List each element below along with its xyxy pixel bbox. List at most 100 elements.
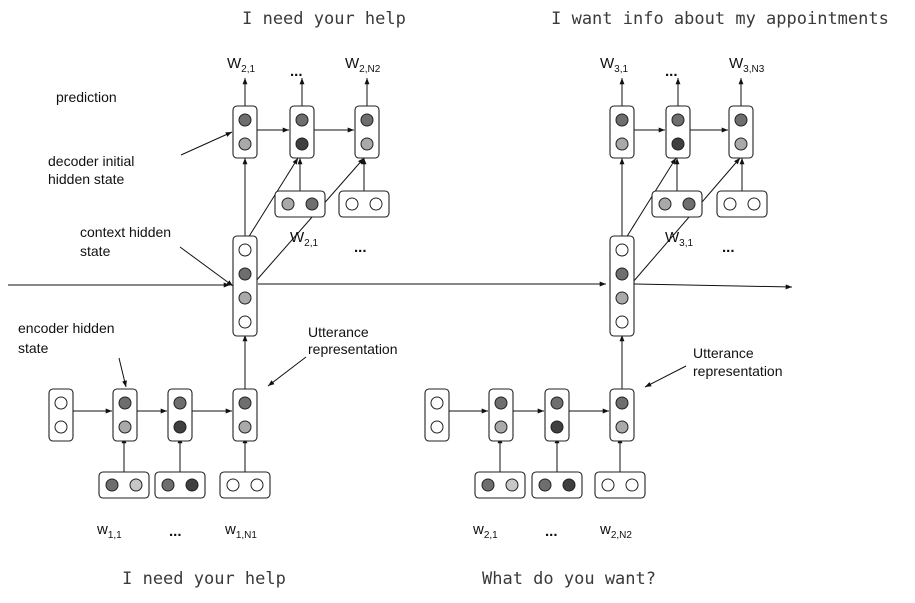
context-to-decoder-left-2 — [247, 157, 299, 239]
sentence-top-left: I need your help — [242, 9, 406, 29]
encoder-state-right-1-unit — [494, 420, 508, 434]
decoder-state-left-3 — [354, 105, 380, 159]
encoder-state-right-2-unit — [550, 420, 564, 434]
encoder-state-left-3-unit — [238, 396, 252, 410]
context-output-arrow — [633, 283, 793, 290]
decoder-state-right-2-unit — [671, 137, 685, 151]
decoder-state-right-2 — [665, 105, 691, 159]
encoder-state-right-3-unit — [615, 420, 629, 434]
encoder-state-left-2-unit — [173, 420, 187, 434]
decoder-embedding-right-1-frame — [651, 190, 703, 218]
decoder-embedding-left-1-frame — [274, 190, 326, 218]
context-state-left-unit — [238, 291, 252, 305]
pointer-encoder-hidden — [118, 357, 127, 388]
encoder-state-right-2 — [544, 388, 570, 442]
encoder-embedding-right-1-frame — [474, 471, 526, 499]
decoder-input-word-right-1: W3,1 — [665, 229, 694, 249]
encoder-embedding-right-3-unit — [601, 478, 615, 492]
pointer-utterance-left — [267, 356, 307, 387]
encoder-embedding-right-2-unit — [562, 478, 576, 492]
label-prediction: prediction — [56, 89, 117, 105]
encoder-embedding-left-3 — [219, 471, 271, 499]
encoder-embedding-right-3 — [594, 471, 646, 499]
context-state-right-frame — [609, 235, 635, 337]
encoder-embedding-right-2-frame — [531, 471, 583, 499]
prediction-word-right-1: W3,1 — [600, 55, 629, 75]
encoder-embedding-right-3-frame — [594, 471, 646, 499]
encoder-state-right-0-unit — [430, 420, 444, 434]
encoder-state-right-1-unit — [494, 396, 508, 410]
encoder-state-left-1-unit — [118, 396, 132, 410]
decoder-state-left-3-unit — [360, 113, 374, 127]
encoder-embedding-left-3-unit — [250, 478, 264, 492]
decoder-embedding-left-2-unit — [369, 197, 383, 211]
encoder-input-word-right-2: ... — [545, 523, 558, 540]
sentence-bottom-right: What do you want? — [482, 569, 656, 589]
encoder-input-word-left-1: w1,1 — [96, 521, 122, 541]
encoder-state-left-1-unit — [118, 420, 132, 434]
decoder-embedding-right-2-unit — [723, 197, 737, 211]
context-state-left-unit — [238, 267, 252, 281]
nodes-layer — [48, 105, 768, 499]
encoder-input-word-left-2: ... — [169, 523, 182, 540]
encoder-state-right-3 — [609, 388, 635, 442]
encoder-embedding-left-2-unit — [161, 478, 175, 492]
context-to-decoder-right-2 — [625, 157, 677, 239]
edges-layer — [8, 78, 793, 472]
encoder-embedding-left-2-frame — [154, 471, 206, 499]
prediction-word-left-1: W2,1 — [227, 55, 256, 75]
decoder-embedding-right-1-unit — [682, 197, 696, 211]
decoder-input-word-left-1: W2,1 — [290, 229, 319, 249]
decoder-state-left-1 — [232, 105, 258, 159]
decoder-input-word-right-2: ... — [722, 239, 735, 256]
encoder-state-left-3 — [232, 388, 258, 442]
context-state-right-unit — [615, 243, 629, 257]
context-to-decoder-right-3 — [632, 157, 741, 283]
decoder-state-left-3-unit — [360, 137, 374, 151]
decoder-state-right-3-unit — [734, 137, 748, 151]
encoder-embedding-right-1 — [474, 471, 526, 499]
encoder-embedding-right-1-unit — [505, 478, 519, 492]
prediction-word-right-3: W3,N3 — [729, 55, 765, 75]
pointer-utterance-right — [644, 365, 687, 388]
context-state-right-unit — [615, 291, 629, 305]
encoder-embedding-left-1 — [98, 471, 150, 499]
encoder-state-right-0 — [424, 388, 450, 442]
context-to-decoder-left-3 — [254, 157, 365, 283]
decoder-state-right-1-unit — [615, 137, 629, 151]
pointer-context-hidden — [179, 246, 234, 287]
encoder-input-word-right-3: w2,N2 — [599, 521, 632, 541]
encoder-input-word-left-3: w1,N1 — [224, 521, 257, 541]
encoder-state-left-0-unit — [54, 420, 68, 434]
decoder-state-right-3-unit — [734, 113, 748, 127]
decoder-state-left-2-unit — [295, 137, 309, 151]
encoder-embedding-left-2 — [154, 471, 206, 499]
decoder-state-left-2 — [289, 105, 315, 159]
encoder-state-left-3-unit — [238, 420, 252, 434]
encoder-state-left-2 — [167, 388, 193, 442]
decoder-state-left-1-unit — [238, 137, 252, 151]
decoder-embedding-right-2 — [716, 190, 768, 218]
encoder-input-word-right-1: w2,1 — [472, 521, 498, 541]
encoder-state-left-0 — [48, 388, 74, 442]
context-state-left-unit — [238, 315, 252, 329]
prediction-word-left-3: W2,N2 — [345, 55, 381, 75]
decoder-state-left-2-unit — [295, 113, 309, 127]
decoder-state-right-1 — [609, 105, 635, 159]
encoder-embedding-left-2-unit — [185, 478, 199, 492]
sentence-top-right: I want info about my appointments — [551, 9, 889, 29]
context-state-left-unit — [238, 243, 252, 257]
decoder-embedding-left-2 — [338, 190, 390, 218]
encoder-embedding-right-1-unit — [481, 478, 495, 492]
decoder-state-right-2-unit — [671, 113, 685, 127]
decoder-embedding-left-1-unit — [281, 197, 295, 211]
decoder-embedding-left-1-unit — [305, 197, 319, 211]
encoder-state-left-2-unit — [173, 396, 187, 410]
pointer-decoder-initial — [180, 131, 233, 156]
encoder-state-right-1 — [488, 388, 514, 442]
